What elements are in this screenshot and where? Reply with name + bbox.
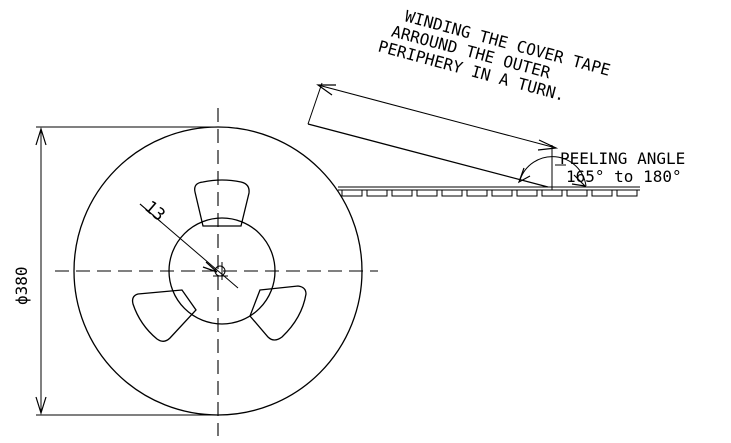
peel-angle-arc	[519, 156, 587, 187]
radius-arrow	[202, 261, 218, 273]
cover-tape-edge	[307, 82, 323, 125]
radius-label: 13	[140, 197, 169, 226]
peel-arrow-right	[571, 174, 587, 187]
diameter-arrow-top	[35, 126, 47, 146]
reel-window-top	[194, 179, 250, 227]
reel-window-left	[131, 289, 197, 342]
winding-arrow-right	[537, 139, 559, 151]
peel-arrow-left	[517, 167, 531, 184]
cover-tape-line	[307, 123, 549, 188]
winding-dimension-line	[317, 84, 557, 149]
winding-note: WINDING THE COVER TAPE ARROUND THE OUTER…	[376, 7, 612, 105]
radius-leader-underline	[139, 203, 162, 223]
peeling-angle-range: 165° to 180°	[566, 167, 682, 186]
carrier-tape	[338, 186, 640, 197]
winding-arrow-left	[316, 84, 336, 96]
peeling-angle-label: PEELING ANGLE	[560, 149, 685, 168]
diameter-arrow-bottom	[35, 396, 47, 416]
diameter-label: ϕ380	[12, 266, 31, 305]
reel-window-right	[249, 285, 307, 341]
